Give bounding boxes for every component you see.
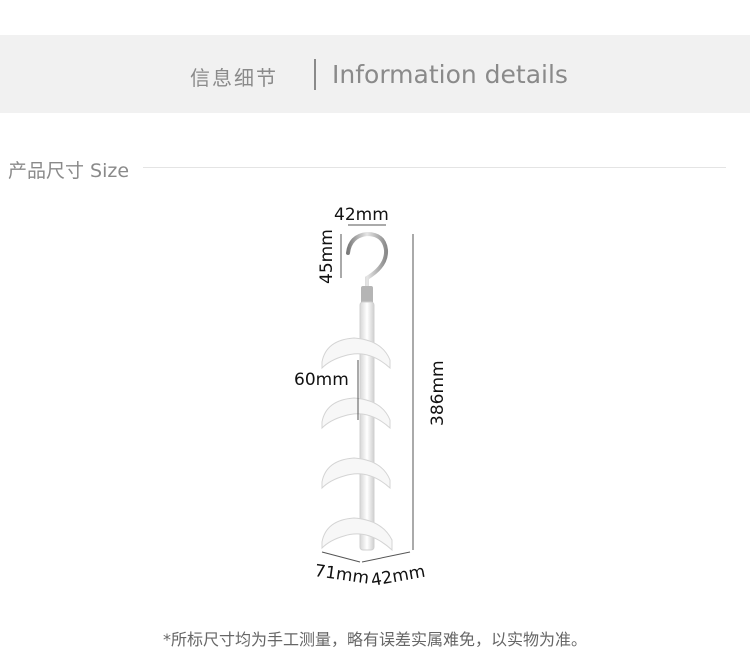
header-divider — [314, 59, 316, 90]
dim-total-height: 386mm — [428, 360, 448, 426]
header-banner — [0, 35, 750, 113]
base-depth-line — [361, 551, 411, 563]
section-title: 产品尺寸 Size — [8, 160, 130, 182]
dim-tier-spacing: 60mm — [294, 370, 349, 390]
header-title-cn: 信息细节 — [190, 66, 278, 90]
tier-3 — [321, 457, 391, 490]
footnote: *所标尺寸均为手工测量，略有误差实属难免，以实物为准。 — [162, 630, 587, 649]
section-divider — [143, 167, 726, 168]
dim-hook-width: 42mm — [334, 205, 389, 225]
center-pole — [359, 301, 375, 551]
tier-2 — [321, 397, 391, 430]
dim-base-width: 71mm — [313, 561, 370, 588]
product-illustration: 42mm 45mm 60mm 386mm 71mm 42mm — [294, 205, 448, 591]
tier-1 — [321, 337, 391, 370]
base-width-line — [321, 551, 361, 563]
dim-base-depth: 42mm — [369, 562, 426, 591]
header-title-en: Information details — [332, 60, 568, 89]
dim-hook-height: 45mm — [317, 229, 337, 284]
hook-icon — [346, 231, 389, 299]
tier-4 — [321, 517, 393, 552]
hook-collar — [361, 286, 373, 304]
